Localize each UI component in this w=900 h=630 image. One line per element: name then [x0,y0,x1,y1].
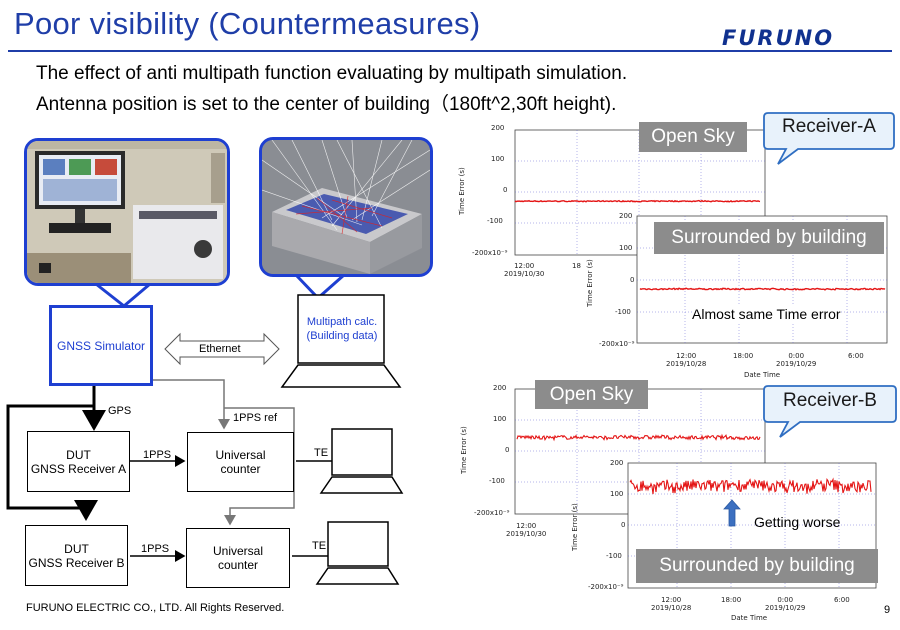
chart-a-open-ytick-0: 0 [503,186,508,194]
up-arrow-icon [723,499,741,527]
counter-a-line-1: Universal [215,448,266,462]
chart-a-open-trace [514,199,761,203]
chart-a-sur-ytick-neg200: -200x10⁻⁹ [599,340,635,348]
surrounded-a-tag: Surrounded by building [654,222,884,254]
dut-b-line-2: GNSS Receiver B [28,555,125,570]
chart-b-sur-xtick-4: 6:00 [834,596,850,604]
chart-receiver-b-surrounded [627,462,877,589]
pps-b-label: 1PPS [141,543,170,555]
lab-photo [24,138,230,286]
dut-a-line-2: GNSS Receiver A [30,461,127,476]
chart-b-sur-ytick-200: 200 [610,459,624,467]
chart-b-open-ytick-200: 200 [493,384,507,392]
te-a-laptop-icon [319,428,404,494]
counter-a-line-2: counter [220,462,261,476]
multipath-calc-line-2: (Building data) [306,330,378,342]
open-sky-a-tag: Open Sky [639,122,747,152]
chart-a-sur-ytick-neg100: -100 [615,308,631,316]
te-b-laptop-icon [315,521,400,585]
gnss-simulator-box: GNSS Simulator [49,305,153,386]
chart-b-sur-ytick-100: 100 [610,490,624,498]
page-title: Poor visibility (Countermeasures) [14,6,481,41]
chart-a-open-ylabel: Time Error (s) [458,167,466,215]
copyright-footer: FURUNO ELECTRIC CO., LTD. All Rights Res… [26,602,285,614]
chart-b-open-ytick-100: 100 [493,415,507,423]
counter-b-line-1: Universal [212,544,263,558]
simulator-rack-image [27,141,227,283]
chart-b-sur-ytick-neg100: -100 [606,552,622,560]
chart-b-open-ylabel: Time Error (s) [460,426,468,474]
chart-b-open-trace [516,433,761,442]
gnss-simulator-label: GNSS Simulator [56,338,146,353]
getting-worse-annotation: Getting worse [754,514,841,530]
chart-a-open-ytick-neg100: -100 [487,217,503,225]
chart-a-sur-ylabel: Time Error (s) [586,259,594,307]
ethernet-label: Ethernet [199,343,241,355]
chart-b-sur-xlabel: Date Time [731,614,768,622]
chart-b-sur-trace [629,477,872,495]
pps-a-label: 1PPS [143,449,172,461]
chart-a-sur-xtick-2: 18:00 [733,352,754,360]
receiver-b-callout [763,385,897,438]
almost-same-annotation: Almost same Time error [692,306,841,322]
dut-b-line-1: DUT [64,541,89,556]
furuno-logo: FURUNO [722,26,835,50]
chart-a-sur-ytick-0: 0 [630,276,635,284]
pps-ref-label: 1PPS ref [233,412,278,424]
multipath-calc-label: Multipath calc. (Building data) [302,315,382,343]
open-sky-b-tag: Open Sky [535,380,648,409]
surrounded-b-tag: Surrounded by building [636,549,878,583]
te-b-label: TE [312,540,327,552]
page-number: 9 [884,604,891,616]
chart-b-sur-ylabel: Time Error (s) [571,503,579,551]
chart-a-sur-xlabel: Date Time [744,371,781,379]
chart-a-sur-xtick-3: 0:00 2019/10/29 [776,352,817,368]
chart-a-open-xtick-2: 18 [572,262,581,270]
chart-b-open-ytick-neg200: -200x10⁻⁹ [474,509,510,517]
chart-a-open-ytick-200: 200 [491,124,505,132]
chart-a-sur-trace [639,287,886,291]
chart-b-sur-xtick-3: 0:00 2019/10/29 [765,596,806,612]
intro-line-2: Antenna position is set to the center of… [36,94,617,115]
chart-a-sur-xtick-4: 6:00 [848,352,864,360]
multipath-calc-line-1: Multipath calc. [306,316,378,328]
multipath-laptop-icon [280,294,402,388]
te-a-label: TE [314,447,329,459]
chart-a-sur-xtick-1: 12:00 2019/10/28 [666,352,707,368]
multipath-photo [259,137,433,277]
chart-a-open-xtick-1: 12:00 2019/10/30 [504,262,545,278]
dut-a-line-1: DUT [66,447,91,462]
chart-a-sur-ytick-100: 100 [619,244,633,252]
intro-line-1: The effect of anti multipath function ev… [36,63,628,84]
multipath-rays-image [262,140,430,274]
chart-b-open-xtick-1: 12:00 2019/10/30 [506,522,547,538]
receiver-a-label: Receiver-A [782,116,876,137]
gps-label: GPS [108,405,132,417]
chart-b-open-ytick-neg100: -100 [489,477,505,485]
receiver-b-label: Receiver-B [783,390,877,411]
chart-a-open-ytick-neg200: -200x10⁻⁹ [472,249,508,257]
chart-b-sur-ytick-neg200: -200x10⁻⁹ [588,583,624,591]
chart-b-open-ytick-0: 0 [505,446,510,454]
chart-b-sur-ytick-0: 0 [621,521,626,529]
chart-b-sur-xtick-2: 18:00 [721,596,742,604]
receiver-a-callout [763,112,895,165]
chart-a-open-ytick-100: 100 [491,155,505,163]
chart-b-sur-xtick-1: 12:00 2019/10/28 [651,596,692,612]
title-rule [8,50,892,52]
counter-b-line-2: counter [217,558,258,572]
chart-a-sur-ytick-200: 200 [619,212,633,220]
